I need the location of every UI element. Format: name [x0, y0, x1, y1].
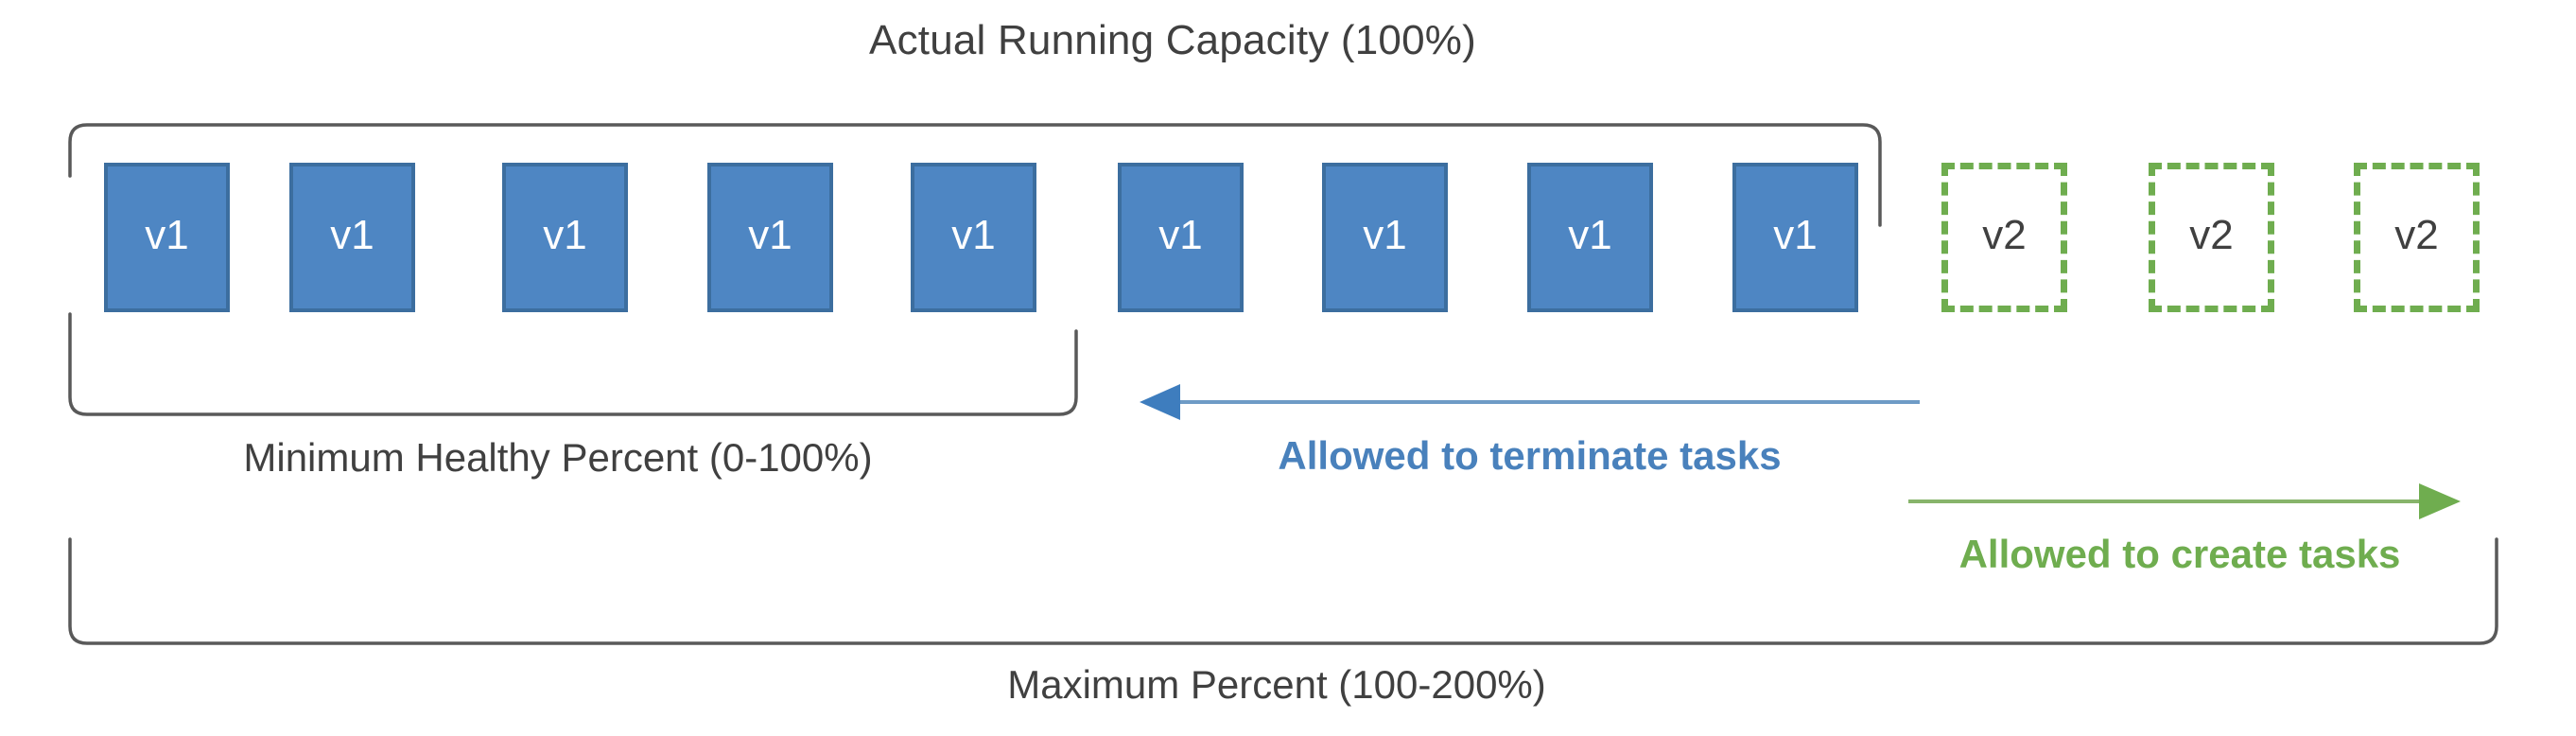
- task-box-label: v1: [145, 212, 189, 258]
- task-box-v1-9[interactable]: v1: [1732, 163, 1858, 312]
- task-box-label: v2: [1982, 212, 2027, 258]
- task-box-v1-3[interactable]: v1: [502, 163, 628, 312]
- arrow-allowed-to-create: [1908, 483, 2461, 519]
- task-box-v2-3[interactable]: v2: [2354, 163, 2480, 312]
- task-box-v1-6[interactable]: v1: [1118, 163, 1244, 312]
- label-minimum-healthy-percent: Minimum Healthy Percent (0-100%): [243, 435, 873, 480]
- task-box-v1-7[interactable]: v1: [1322, 163, 1448, 312]
- label-allowed-to-terminate-tasks: Allowed to terminate tasks: [1278, 433, 1782, 478]
- task-box-label: v1: [1363, 212, 1407, 258]
- label-maximum-percent: Maximum Percent (100-200%): [1007, 662, 1546, 707]
- task-box-v1-1[interactable]: v1: [104, 163, 230, 312]
- task-box-label: v1: [1158, 212, 1203, 258]
- task-box-v1-5[interactable]: v1: [911, 163, 1036, 312]
- task-box-label: v1: [330, 212, 374, 258]
- task-box-label: v1: [543, 212, 587, 258]
- label-allowed-to-create-tasks: Allowed to create tasks: [1958, 532, 2401, 576]
- task-box-label: v1: [951, 212, 996, 258]
- task-box-label: v2: [2189, 212, 2234, 258]
- bracket-minimum-healthy-percent: [68, 312, 1078, 416]
- task-box-v1-8[interactable]: v1: [1527, 163, 1653, 312]
- task-box-label: v2: [2394, 212, 2439, 258]
- task-box-label: v1: [748, 212, 792, 258]
- title-actual-running-capacity: Actual Running Capacity (100%): [869, 17, 1476, 63]
- task-box-label: v1: [1568, 212, 1612, 258]
- task-box-v1-2[interactable]: v1: [289, 163, 415, 312]
- arrow-allowed-to-terminate: [1140, 384, 1920, 420]
- task-box-v2-1[interactable]: v2: [1941, 163, 2067, 312]
- task-box-label: v1: [1773, 212, 1818, 258]
- task-box-v2-2[interactable]: v2: [2149, 163, 2274, 312]
- task-box-v1-4[interactable]: v1: [707, 163, 833, 312]
